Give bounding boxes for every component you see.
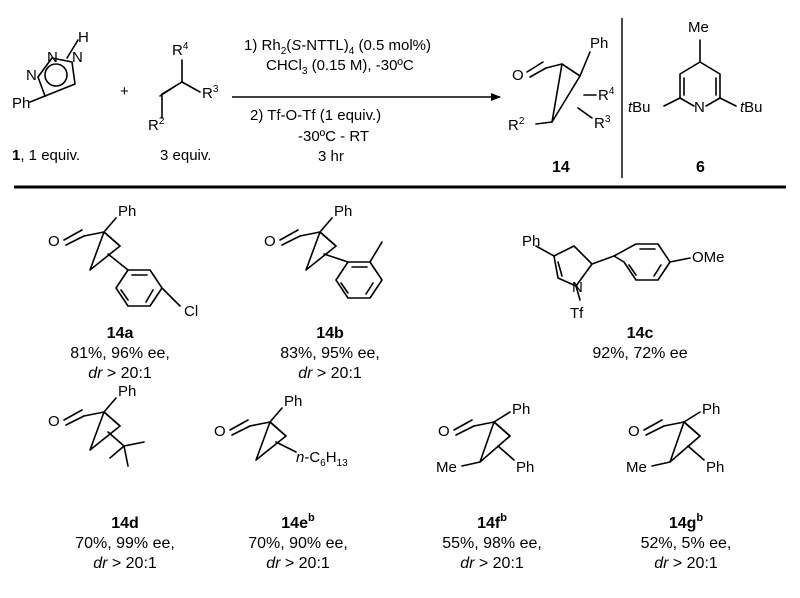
compound-label-14c: 14c bbox=[627, 325, 654, 342]
atom-n-3: N bbox=[72, 49, 83, 66]
structure-14g: O Ph Me Ph bbox=[626, 401, 724, 476]
structure-14e: O Ph n-C6H13 bbox=[214, 393, 348, 469]
pyridine-n-label: N bbox=[694, 99, 705, 116]
additive-6-pyridine: Me tBu N tBu 6 bbox=[628, 19, 763, 176]
ph-label-14d: Ph bbox=[118, 383, 136, 400]
product-14: O Ph R4 R3 R2 14 bbox=[508, 35, 615, 176]
yield-ee-14d: 70%, 99% ee, bbox=[75, 535, 175, 552]
r3-label: R3 bbox=[202, 84, 219, 102]
r2-label: R2 bbox=[148, 116, 165, 134]
hexyl-label-14e: n-C6H13 bbox=[296, 449, 348, 469]
ph-label-14a: Ph bbox=[118, 203, 136, 220]
methyl-label: Me bbox=[688, 19, 709, 36]
condition-step-2-line-1: 2) Tf-O-Tf (1 equiv.) bbox=[250, 107, 381, 124]
dr-14e: dr > 20:1 bbox=[266, 555, 330, 572]
compound-label-14e: 14eb bbox=[281, 512, 315, 532]
compound-label-14g: 14gb bbox=[669, 512, 704, 532]
yield-ee-14f: 55%, 98% ee, bbox=[442, 535, 542, 552]
reactant-2-alkene: R4 R3 R2 3 equiv. bbox=[148, 41, 219, 164]
ph-label-14g: Ph bbox=[702, 401, 720, 418]
structure-14d: O Ph bbox=[48, 383, 145, 467]
reactant-1-triazole: N N N H Ph 1, 1 equiv. bbox=[12, 29, 89, 164]
yield-ee-14e: 70%, 90% ee, bbox=[248, 535, 348, 552]
yield-ee-14c: 92%, 72% ee bbox=[592, 345, 687, 362]
ph-label-14b: Ph bbox=[334, 203, 352, 220]
dr-14g: dr > 20:1 bbox=[654, 555, 718, 572]
reactant-2-caption: 3 equiv. bbox=[160, 147, 211, 164]
product-ph-label: Ph bbox=[590, 35, 608, 52]
atom-n-1: N bbox=[26, 67, 37, 84]
o-label-14e: O bbox=[214, 423, 226, 440]
o-label-14g: O bbox=[628, 423, 640, 440]
captions-layer: 14a 81%, 96% ee, dr > 20:1 14b 83%, 95% ee, d… bbox=[70, 325, 731, 572]
condition-step-1-line-2: CHCl3 (0.15 M), -30ºC bbox=[266, 57, 414, 77]
o-label-14b: O bbox=[264, 233, 276, 250]
cl-label-14a: Cl bbox=[184, 303, 198, 320]
compound-label-14f: 14fb bbox=[477, 512, 507, 532]
structure-14a: O Ph Cl bbox=[48, 203, 198, 320]
o-label-14a: O bbox=[48, 233, 60, 250]
condition-step-2-line-2: -30ºC - RT bbox=[298, 128, 369, 145]
o-label-14f: O bbox=[438, 423, 450, 440]
atom-n-2: N bbox=[47, 49, 58, 66]
tbu-left-label: tBu bbox=[628, 99, 651, 116]
n-label-14c: N bbox=[572, 279, 583, 296]
ph-label-14c: Ph bbox=[522, 233, 540, 250]
product-number: 14 bbox=[552, 159, 570, 176]
phenyl-label: Ph bbox=[12, 95, 30, 112]
ph-label-14f: Ph bbox=[512, 401, 530, 418]
yield-ee-14a: 81%, 96% ee, bbox=[70, 345, 170, 362]
compound-label-14b: 14b bbox=[316, 325, 344, 342]
product-r2-label: R2 bbox=[508, 116, 525, 134]
tf-label-14c: Tf bbox=[570, 305, 584, 322]
me-label-14g: Me bbox=[626, 459, 647, 476]
o-label-14d: O bbox=[48, 413, 60, 430]
yield-ee-14g: 52%, 5% ee, bbox=[641, 535, 732, 552]
structure-14f: O Ph Me Ph bbox=[436, 401, 534, 476]
product-r4-label: R4 bbox=[598, 86, 615, 104]
dr-14b: dr > 20:1 bbox=[298, 365, 362, 382]
aromatic-ring-circle bbox=[44, 63, 68, 87]
ph2-label-14g: Ph bbox=[706, 459, 724, 476]
condition-step-2-line-3: 3 hr bbox=[318, 148, 344, 165]
reaction-conditions: 1) Rh2(S-NTTL)4 (0.5 mol%) CHCl3 (0.15 M… bbox=[232, 37, 501, 165]
product-r3-label: R3 bbox=[594, 114, 611, 132]
condition-step-1-line-1: 1) Rh2(S-NTTL)4 (0.5 mol%) bbox=[244, 37, 431, 57]
ph2-label-14f: Ph bbox=[516, 459, 534, 476]
dr-14d: dr > 20:1 bbox=[93, 555, 157, 572]
compound-label-14d: 14d bbox=[111, 515, 139, 532]
r4-label: R4 bbox=[172, 41, 189, 59]
additive-number: 6 bbox=[696, 159, 705, 176]
compound-label-14a: 14a bbox=[107, 325, 134, 342]
me-label-14f: Me bbox=[436, 459, 457, 476]
ome-label-14c: OMe bbox=[692, 249, 725, 266]
tbu-right-label: tBu bbox=[740, 99, 763, 116]
yield-ee-14b: 83%, 95% ee, bbox=[280, 345, 380, 362]
product-o-label: O bbox=[512, 67, 524, 84]
structure-14b: O Ph bbox=[264, 203, 383, 299]
plus-sign: + bbox=[120, 83, 129, 100]
atom-h: H bbox=[78, 29, 89, 46]
reactant-1-caption: 1, 1 equiv. bbox=[12, 147, 80, 164]
dr-14f: dr > 20:1 bbox=[460, 555, 524, 572]
structure-14c: Ph N Tf OMe bbox=[522, 233, 725, 322]
ph-label-14e: Ph bbox=[284, 393, 302, 410]
dr-14a: dr > 20:1 bbox=[88, 365, 152, 382]
